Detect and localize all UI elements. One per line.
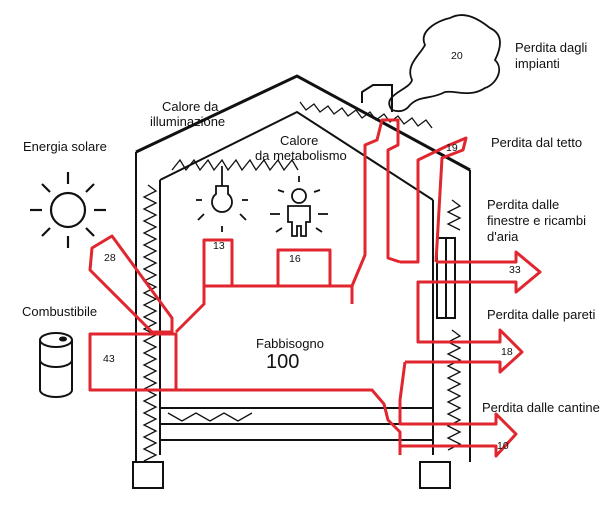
label-loss-windows-line3: d'aria: [487, 229, 519, 244]
label-lighting-line1: Calore da: [162, 99, 219, 114]
label-lighting-line2: illuminazione: [150, 114, 226, 129]
flow-cellar: [398, 361, 518, 458]
flow-systems: [350, 118, 401, 287]
sun-icon: [30, 172, 106, 248]
value-metabolism: 16: [289, 253, 301, 265]
label-loss-windows-line2: finestre e ricambi: [487, 213, 586, 228]
flow-solar: [88, 234, 174, 334]
label-metabolism-line1: Calore: [280, 133, 319, 148]
value-systems: 20: [451, 50, 463, 62]
insulation: [142, 101, 462, 462]
label-loss-roof: Perdita dal tetto: [491, 135, 583, 150]
label-loss-cellar: Perdita dalle cantine: [482, 400, 600, 415]
value-walls: 18: [501, 346, 513, 358]
value-windows: 33: [509, 264, 521, 276]
smoke-cloud-icon: [388, 14, 501, 113]
label-fuel: Combustibile: [22, 304, 98, 319]
light-bulb-icon: [196, 166, 248, 232]
flow-lighting: [202, 238, 234, 286]
value-fuel: 43: [103, 353, 115, 365]
house-structure: [132, 74, 471, 489]
value-cellar: 10: [497, 440, 509, 452]
flow-walls: [405, 300, 524, 374]
label-metabolism-line2: da metabolismo: [255, 148, 347, 163]
flow-main-lower: [176, 388, 402, 455]
fuel-barrel-icon: [39, 332, 73, 398]
flow-windows: [416, 250, 542, 300]
label-loss-windows-line1: Perdita dalle: [487, 197, 560, 212]
value-solar: 28: [104, 252, 116, 264]
label-loss-walls: Perdita dalle pareti: [487, 307, 596, 322]
label-need: Fabbisogno: [256, 336, 324, 351]
heat-flows: [88, 118, 542, 458]
value-lighting: 13: [213, 240, 225, 252]
label-loss-systems-line1: Perdita dagli: [515, 40, 588, 55]
flow-metabolism: [276, 248, 332, 286]
flow-main-upper: [174, 284, 354, 334]
flow-roof: [400, 136, 468, 264]
person-icon: [270, 176, 328, 237]
label-solar-energy: Energia solare: [23, 139, 107, 154]
label-loss-systems-line2: impianti: [515, 56, 560, 71]
value-roof: 19: [446, 142, 458, 154]
label-need-value: 100: [266, 351, 300, 373]
